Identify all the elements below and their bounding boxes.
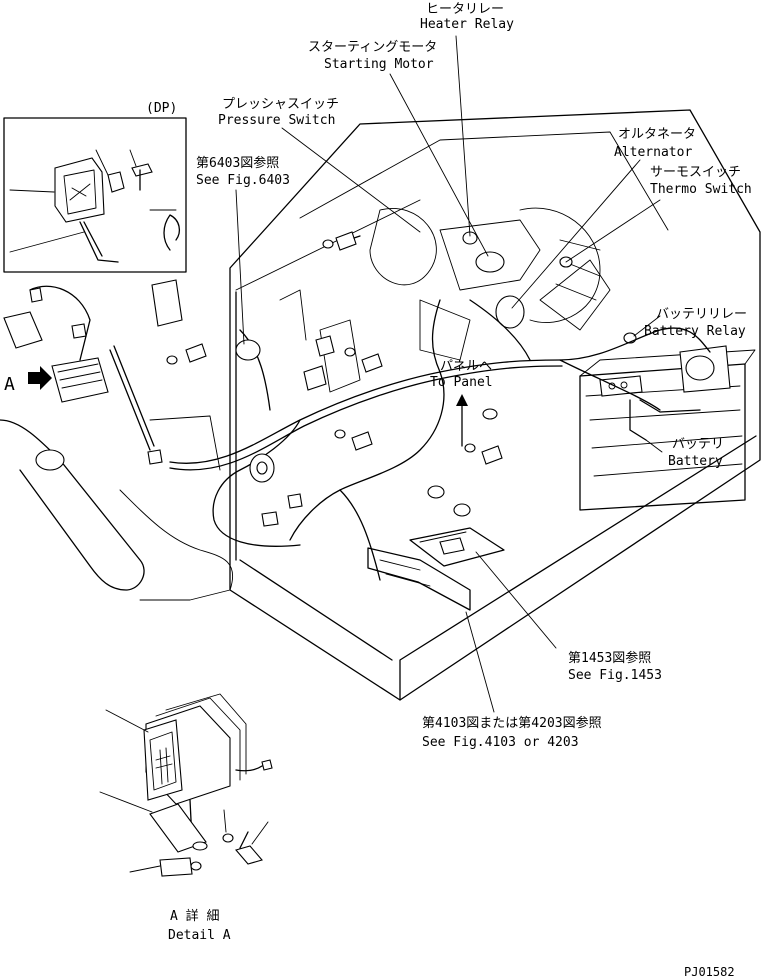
controller-panel [367, 527, 505, 611]
to-panel-label: To Panel [430, 375, 493, 390]
heater-relay-label: Heater Relay [420, 17, 514, 32]
mirror-assembly [9, 149, 183, 327]
see-fig-4103-label: See Fig.4103 or 4203 [422, 735, 579, 750]
engine-frame [229, 109, 761, 701]
see-fig-6403-label-jp: 第6403図参照 [196, 155, 279, 171]
pressure-switch-label-jp: プレッシャスイッチ [222, 97, 339, 112]
to-panel-label-jp: パネルへ [440, 359, 492, 374]
dp-detail-box [3, 117, 187, 273]
left-machine-body [0, 285, 234, 601]
see-fig-1453-label-jp: 第1453図参照 [568, 650, 651, 666]
see-fig-1453-label: See Fig.1453 [568, 668, 662, 683]
view-a-label: A [4, 374, 15, 395]
starting-motor-label-jp: スターティングモータ [308, 40, 437, 55]
thermo-switch-label: Thermo Switch [650, 182, 752, 197]
bolts-main [166, 231, 503, 465]
drawing-number: PJ01582 [684, 965, 735, 979]
pressure-switch-label: Pressure Switch [218, 113, 335, 128]
leader-lines [235, 35, 663, 713]
detail-a-drawing [99, 693, 273, 877]
starting-motor-label: Starting Motor [324, 57, 434, 72]
thermo-switch-label-jp: サーモスイッチ [650, 165, 741, 180]
dp-label: (DP) [146, 101, 177, 116]
wiring-harness [109, 299, 711, 581]
heater-relay-label-jp: ヒータリレー [426, 2, 504, 17]
battery-relay-label-jp: バッテリリレー [656, 307, 747, 322]
battery-label-jp: バッテリ [672, 437, 724, 452]
detail-a-label-jp: A 詳 細 [170, 908, 219, 924]
see-fig-4103-label-jp: 第4103図または第4203図参照 [422, 715, 602, 731]
labels: ヒータリレー Heater Relay スターティングモータ Starting … [4, 2, 752, 979]
detail-a-label: Detail A [168, 928, 231, 943]
horn-and-connectors [147, 335, 471, 527]
to-panel-arrow [456, 394, 468, 447]
see-fig-6403-label: See Fig.6403 [196, 173, 290, 188]
battery-label: Battery [668, 454, 723, 469]
battery-relay-label: Battery Relay [644, 324, 746, 339]
alternator-label-jp: オルタネータ [618, 127, 696, 142]
alternator-label: Alternator [614, 145, 692, 160]
